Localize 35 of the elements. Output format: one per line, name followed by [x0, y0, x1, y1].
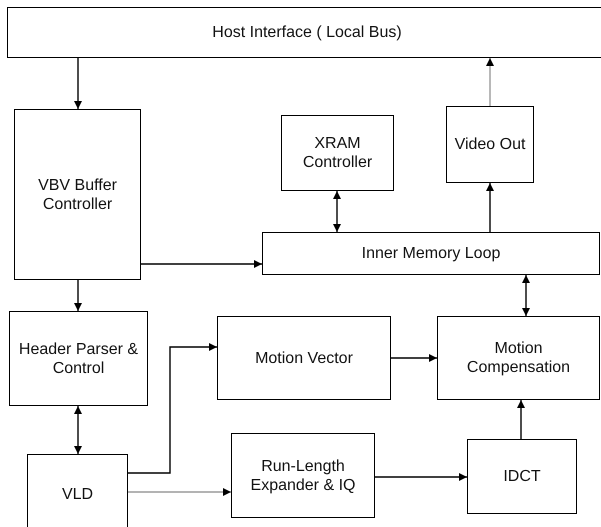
process-box: [467, 439, 577, 514]
process-box: [9, 311, 148, 406]
memory-loop-bar: [262, 232, 600, 275]
arrow: [74, 406, 82, 454]
block-label: IDCT: [502, 467, 542, 486]
block-label: Run-Length Expander & IQ: [250, 456, 356, 494]
process-box: [27, 454, 128, 527]
arrow: [517, 400, 525, 439]
block-label: XRAM Controller: [302, 134, 374, 172]
arrow: [141, 260, 262, 268]
arrow: [486, 58, 494, 106]
block-label: Inner Memory Loop: [360, 244, 502, 263]
arrow: [375, 473, 467, 481]
arrow: [486, 183, 494, 232]
process-box: [446, 106, 534, 183]
block-label: VLD: [60, 484, 94, 504]
process-box: [437, 316, 600, 400]
arrow: [128, 343, 217, 474]
process-box: [14, 109, 141, 280]
process-box: [217, 316, 391, 400]
arrow: [522, 275, 530, 316]
process-box: [281, 115, 394, 191]
arrow: [128, 488, 231, 496]
interface-bar: [7, 7, 601, 58]
block-label: VBV Buffer Controller: [37, 176, 118, 214]
process-box: [231, 433, 375, 518]
block-label: Video Out: [454, 135, 526, 154]
block-label: Host Interface ( Local Bus): [211, 23, 403, 42]
arrow: [74, 280, 82, 311]
arrow: [391, 354, 437, 362]
arrow: [74, 58, 82, 109]
arrow: [333, 191, 341, 232]
block-label: Header Parser & Control: [18, 340, 140, 378]
block-label: Motion Compensation: [466, 339, 572, 377]
block-label: Motion Vector: [254, 348, 354, 368]
